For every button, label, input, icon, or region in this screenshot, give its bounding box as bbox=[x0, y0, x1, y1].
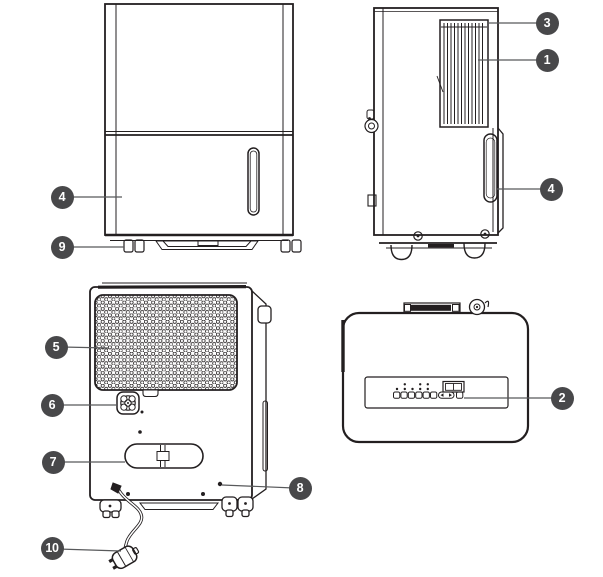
callout-badge-9: 9 bbox=[50, 235, 74, 259]
side-bottom bbox=[379, 229, 497, 261]
back-side-sliver bbox=[251, 290, 267, 500]
left-arrow-icon bbox=[440, 393, 444, 397]
tank-side-panel bbox=[483, 127, 504, 234]
recessed-handle bbox=[124, 443, 204, 469]
screw bbox=[201, 492, 205, 496]
panel-button bbox=[415, 391, 423, 399]
front-view-drawing bbox=[104, 3, 302, 253]
callout-badge-5: 5 bbox=[44, 335, 68, 359]
cord-clip bbox=[367, 194, 377, 207]
tank-grip bbox=[483, 133, 498, 203]
carry-handle bbox=[403, 302, 461, 314]
air-outlet-vent bbox=[436, 19, 489, 128]
control-panel bbox=[364, 376, 509, 409]
callout-badge-6: 6 bbox=[40, 393, 64, 417]
panel-button bbox=[400, 391, 408, 399]
front-base-tray bbox=[155, 240, 259, 250]
front-body bbox=[104, 3, 294, 236]
panel-button bbox=[407, 391, 416, 399]
water-level-window bbox=[247, 147, 260, 216]
panel-button bbox=[430, 391, 438, 399]
filter-grille bbox=[94, 294, 238, 398]
callout-badge-1: 1 bbox=[535, 48, 559, 72]
callout-badge-7: 7 bbox=[41, 450, 65, 474]
panel-button bbox=[393, 391, 401, 399]
callout-badge-4-left: 4 bbox=[50, 185, 74, 209]
indicator-lights bbox=[395, 383, 429, 391]
screw bbox=[217, 481, 223, 487]
caster-wheel bbox=[390, 244, 413, 261]
panel-button bbox=[456, 391, 464, 399]
display-window bbox=[442, 380, 465, 393]
back-corner-latch bbox=[257, 305, 272, 324]
side-view-drawing bbox=[364, 7, 504, 261]
callout-badge-4-right: 4 bbox=[539, 177, 563, 201]
top-view-drawing bbox=[341, 298, 530, 444]
back-casters bbox=[99, 496, 254, 519]
grille-clip bbox=[142, 389, 159, 398]
back-view-drawing bbox=[89, 282, 272, 570]
caster-wheel bbox=[463, 243, 486, 259]
drain-outlet-knob bbox=[116, 391, 144, 415]
callout-badge-2: 2 bbox=[550, 386, 574, 410]
callout-badge-8: 8 bbox=[288, 476, 312, 500]
panel-rocker-button bbox=[438, 391, 455, 399]
right-arrow-icon bbox=[449, 393, 452, 397]
top-drain-knob bbox=[468, 298, 490, 316]
front-feet bbox=[123, 239, 302, 253]
screw bbox=[126, 492, 130, 496]
callout-badge-10: 10 bbox=[40, 536, 64, 560]
power-plug bbox=[108, 545, 140, 570]
panel-buttons bbox=[393, 391, 464, 399]
panel-button bbox=[422, 391, 430, 399]
leader-lines bbox=[57, 22, 556, 552]
callout-badge-3: 3 bbox=[535, 11, 559, 35]
side-drain-knob bbox=[364, 109, 379, 134]
